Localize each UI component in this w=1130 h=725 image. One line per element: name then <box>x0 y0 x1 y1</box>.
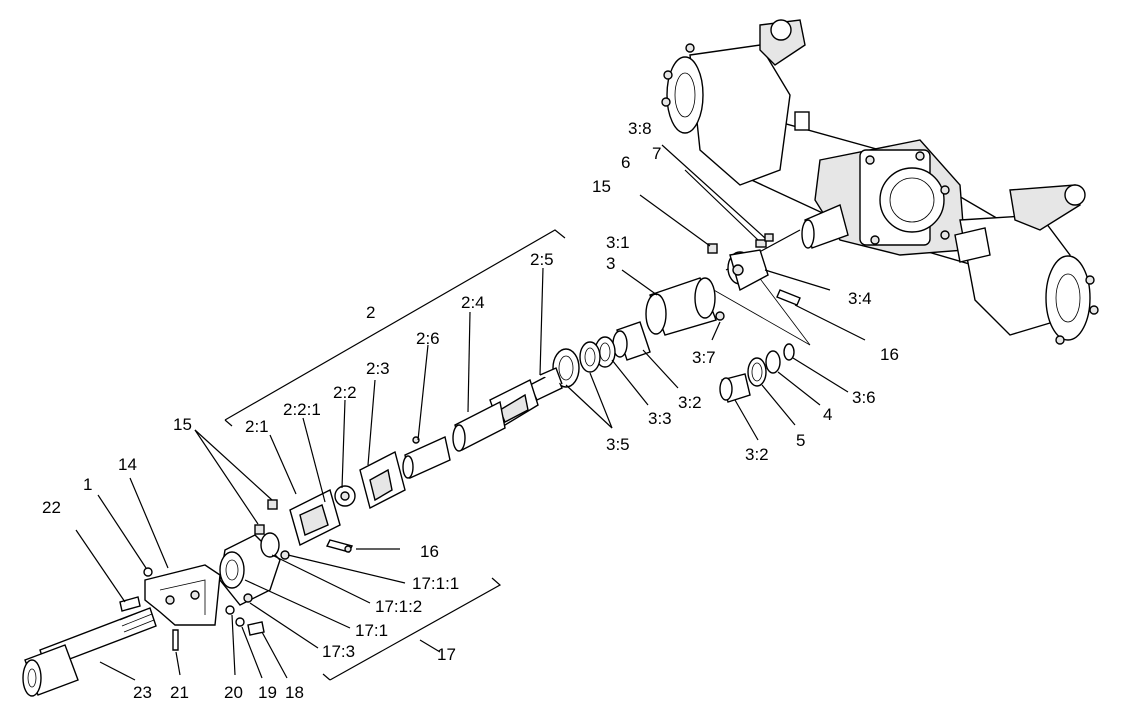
callout-3-2-mid: 3:2 <box>678 393 702 412</box>
callout-23: 23 <box>133 683 152 702</box>
axle-assembly <box>661 19 1099 345</box>
callout-2-3: 2:3 <box>366 359 390 378</box>
callout-3-2-low: 3:2 <box>745 445 769 464</box>
callout-labels: 3:8 7 6 15 3:1 3 3:4 16 3:7 3:2 3:3 3:5 … <box>42 119 899 702</box>
callout-3: 3 <box>606 254 615 273</box>
bearing-bracket-group <box>219 524 502 681</box>
callout-2-5: 2:5 <box>530 250 554 269</box>
callout-4: 4 <box>823 405 832 424</box>
bracket-and-shaft <box>22 564 221 697</box>
callout-15-top: 15 <box>592 177 611 196</box>
callout-17-1: 17:1 <box>355 621 388 640</box>
callout-21: 21 <box>170 683 189 702</box>
callout-2-4: 2:4 <box>461 293 485 312</box>
callout-3-8: 3:8 <box>628 119 652 138</box>
callout-17: 17 <box>437 645 456 664</box>
callout-14: 14 <box>118 455 137 474</box>
flange-group <box>552 229 811 403</box>
callout-15-left: 15 <box>173 415 192 434</box>
callout-3-3: 3:3 <box>648 409 672 428</box>
drive-shaft <box>224 229 566 553</box>
leader-lines <box>75 144 866 681</box>
callout-3-7: 3:7 <box>692 348 716 367</box>
callout-7: 7 <box>652 144 661 163</box>
callout-2-2: 2:2 <box>333 383 357 402</box>
callout-19: 19 <box>258 683 277 702</box>
callout-6: 6 <box>621 153 630 172</box>
callout-2-6: 2:6 <box>416 329 440 348</box>
callout-20: 20 <box>224 683 243 702</box>
callout-18: 18 <box>285 683 304 702</box>
callout-2-2-1: 2:2:1 <box>283 400 321 419</box>
callout-17-3: 17:3 <box>322 642 355 661</box>
callout-2: 2 <box>366 303 375 322</box>
callout-3-4: 3:4 <box>848 289 872 308</box>
callout-3-5: 3:5 <box>606 435 630 454</box>
callout-17-1-2: 17:1:2 <box>375 597 422 616</box>
callout-2-1: 2:1 <box>245 417 269 436</box>
callout-17-1-1: 17:1:1 <box>412 574 459 593</box>
callout-16-low: 16 <box>420 542 439 561</box>
callout-3-6: 3:6 <box>852 388 876 407</box>
callout-1: 1 <box>83 475 92 494</box>
callout-22: 22 <box>42 498 61 517</box>
callout-3-1: 3:1 <box>606 233 630 252</box>
callout-5: 5 <box>796 431 805 450</box>
callout-16-top: 16 <box>880 345 899 364</box>
